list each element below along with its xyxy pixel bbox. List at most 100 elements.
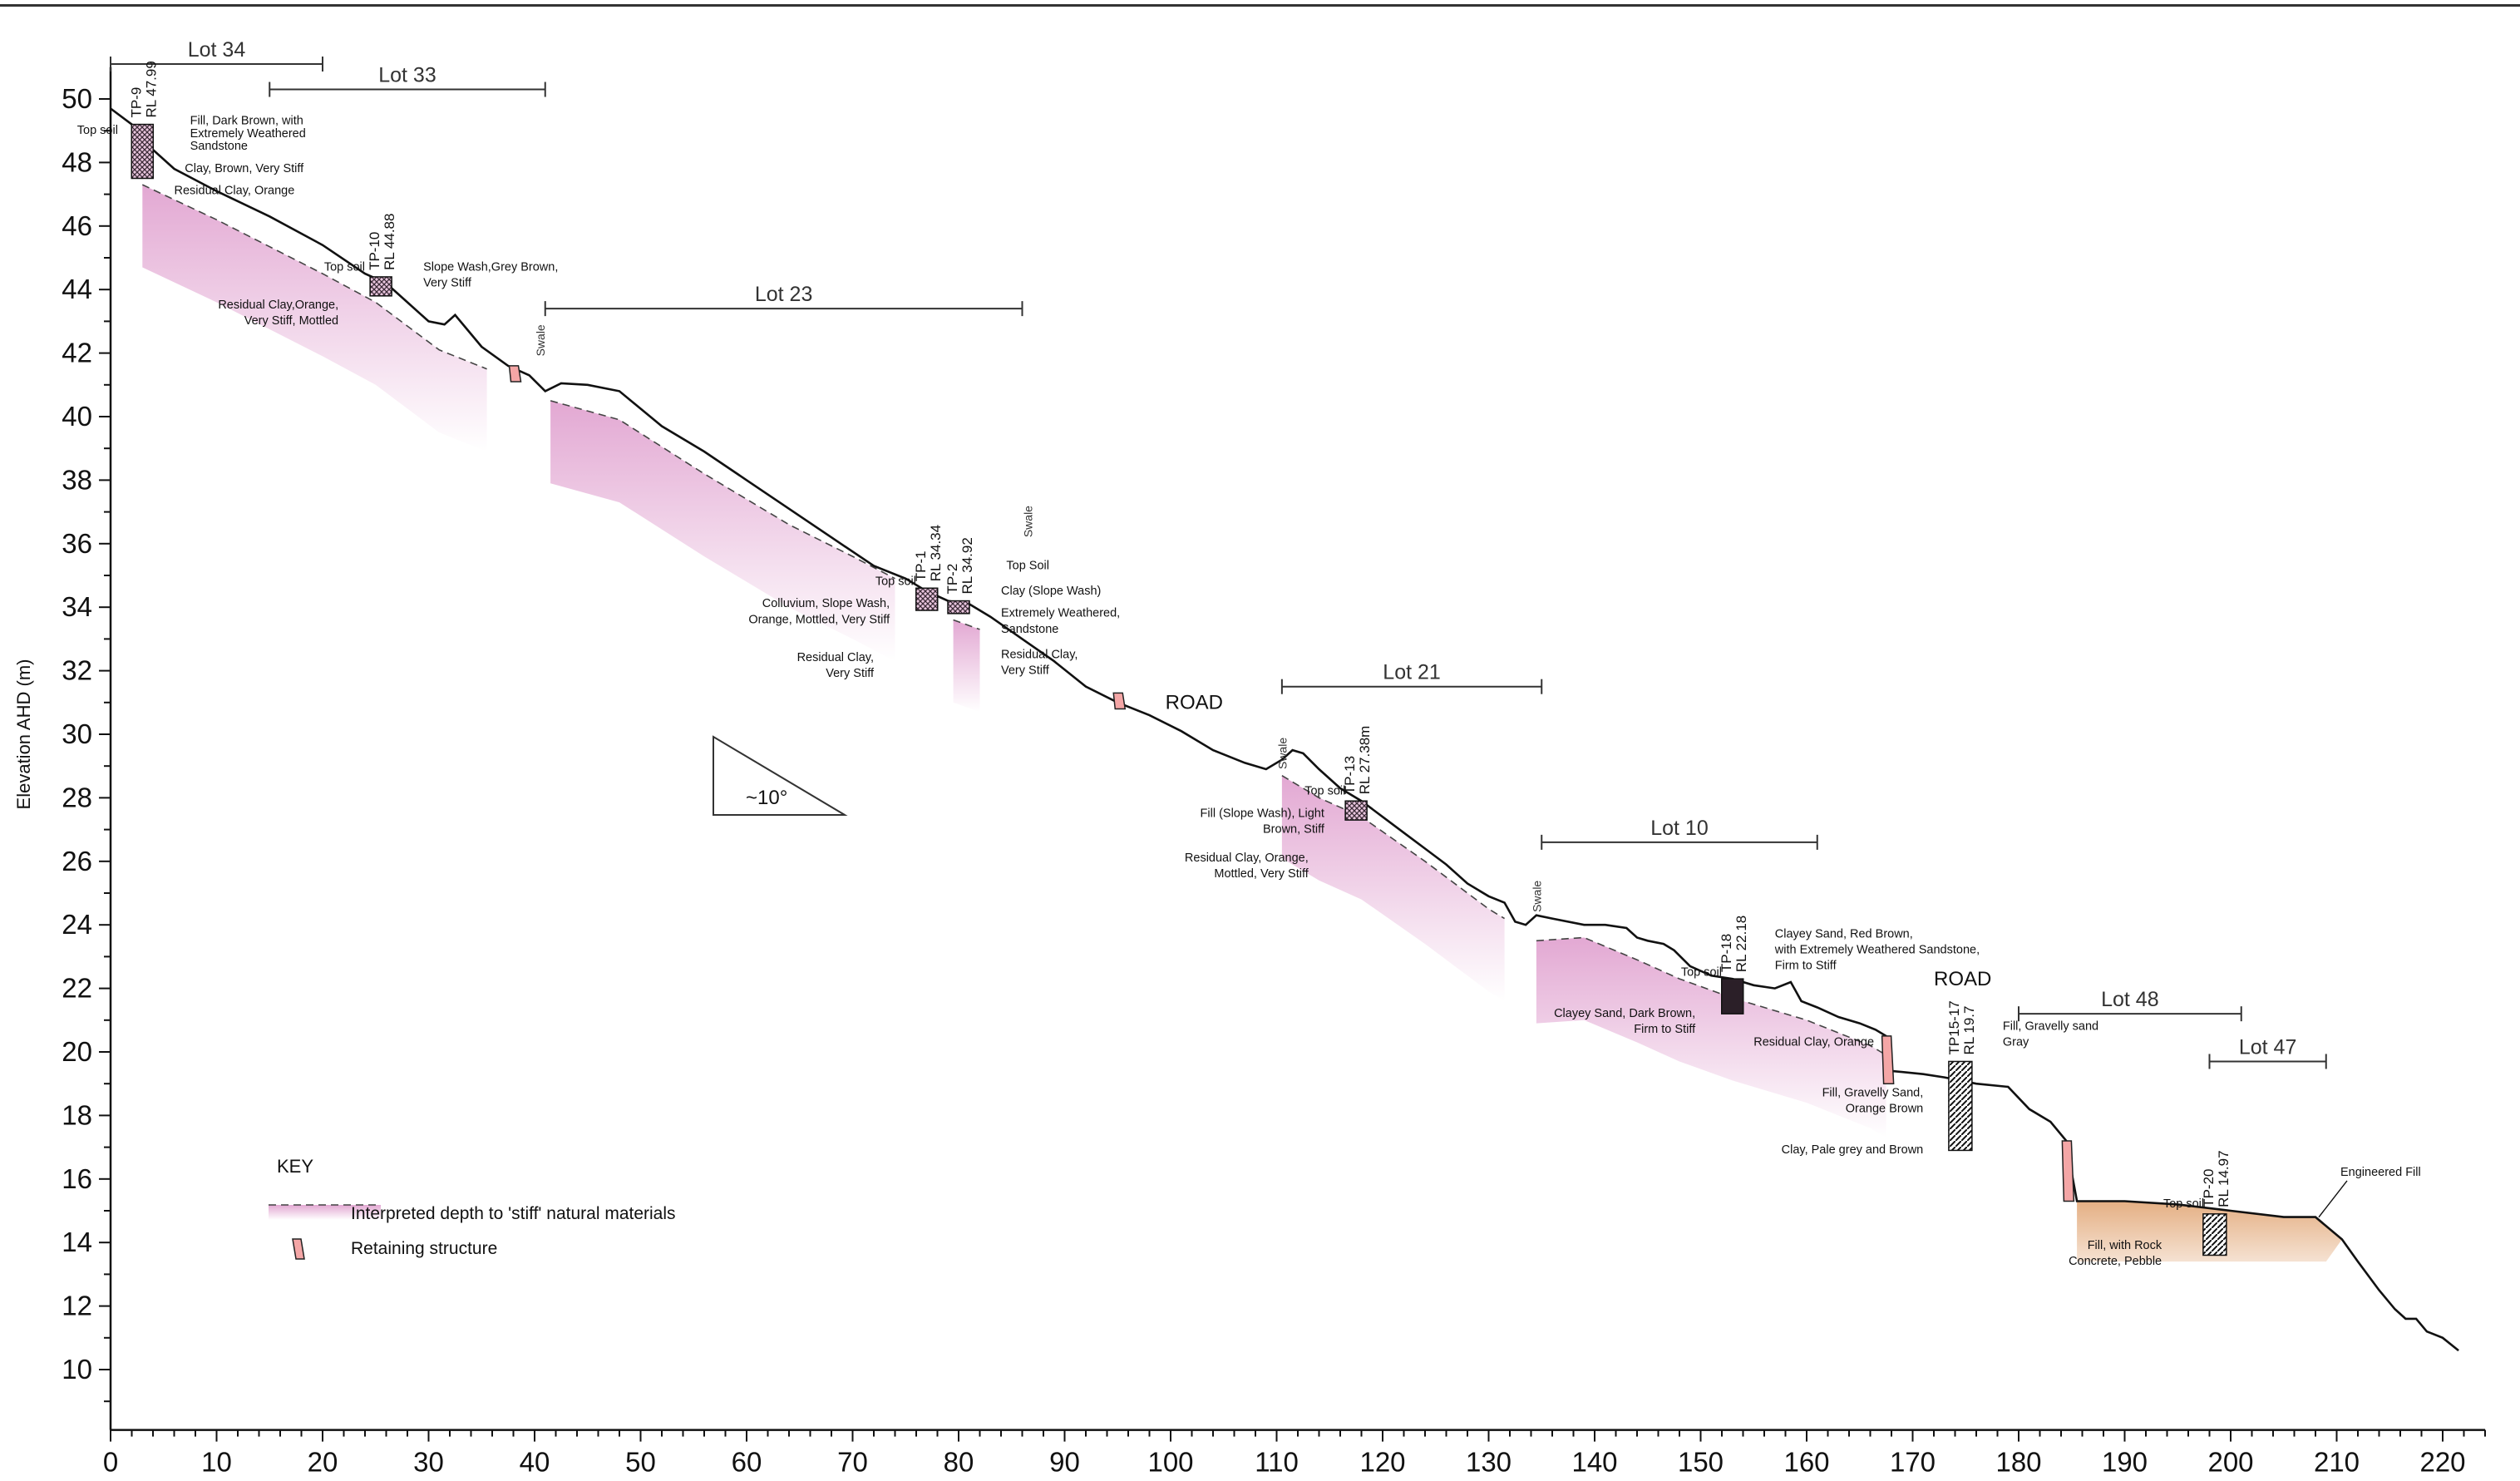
soil-description: Top soil (324, 260, 365, 274)
slope-indicator: ~10° (713, 735, 848, 816)
x-tick-label: 170 (1890, 1447, 1936, 1478)
test-pit-rl: RL 22.18 (1733, 916, 1749, 972)
engineered-fill-label: Engineered Fill (2340, 1166, 2421, 1179)
x-tick-label: 0 (103, 1447, 118, 1478)
key-label-stiff: Interpreted depth to 'stiff' natural mat… (351, 1204, 676, 1223)
test-pit-column (369, 276, 392, 297)
y-tick-label: 44 (62, 274, 92, 304)
engineered-fill-leader (2318, 1180, 2348, 1218)
y-tick-label: 14 (62, 1227, 92, 1257)
y-tick-label: 50 (62, 83, 92, 114)
test-pit-column (1344, 800, 1368, 821)
soil-description: Extremely Weathered, (1001, 607, 1120, 620)
stiff-zone-band (1281, 775, 1505, 1001)
lot-dimension: Lot 33 (269, 64, 546, 97)
stiff-zone-band (550, 400, 895, 662)
soil-description: Top Soil (1006, 559, 1049, 572)
key-title: KEY (277, 1156, 313, 1177)
y-tick-label: 48 (62, 146, 92, 177)
soil-description: Firm to Stiff (1634, 1023, 1696, 1036)
stiff-zone-band (142, 185, 487, 452)
lot-dimension: Lot 48 (2018, 988, 2242, 1022)
y-tick-label: 12 (62, 1291, 92, 1321)
soil-description: Colluvium, Slope Wash, (762, 597, 890, 610)
test-pit-rl: RL 34.34 (928, 525, 944, 581)
stiff-zone-band (953, 620, 980, 713)
test-pit-rl: RL 14.97 (2216, 1150, 2232, 1207)
stiff-zone-shading (141, 184, 1887, 1138)
soil-description: Gray (2003, 1035, 2029, 1049)
stiff-zone-swatch (269, 1205, 381, 1220)
stiff-depth-line (1281, 775, 1506, 920)
soil-description: Very Stiff (826, 667, 875, 680)
lot-label: Lot 21 (1383, 661, 1441, 684)
soil-description: Clayey Sand, Dark Brown, (1554, 1007, 1695, 1020)
test-pit-id: TP15-17 (1946, 1000, 1962, 1054)
soil-description: Residual Clay, Orange (175, 185, 295, 198)
x-tick-label: 70 (837, 1447, 868, 1478)
y-tick-label: 46 (62, 210, 92, 241)
y-tick-label: 40 (62, 401, 92, 432)
soil-description: Extremely Weathered (190, 127, 306, 141)
stiff-depth-line (141, 184, 487, 370)
soil-description: Residual Clay, (797, 651, 874, 664)
test-pit-column (947, 600, 970, 615)
x-tick-label: 190 (2102, 1447, 2148, 1478)
soil-description: Very Stiff (1001, 664, 1050, 677)
x-tick-label: 110 (1255, 1447, 1299, 1478)
test-pit-id: TP-20 (2201, 1169, 2217, 1207)
test-pit-id: TP-18 (1719, 934, 1734, 972)
test-pit-rl: RL 47.99 (143, 61, 159, 117)
x-tick-label: 30 (413, 1447, 444, 1478)
soil-description: Slope Wash,Grey Brown, (423, 260, 558, 274)
test-pit-rl: RL 27.38m (1357, 726, 1373, 795)
y-tick-label: 32 (62, 655, 92, 686)
y-tick-label: 26 (62, 846, 92, 876)
soil-description: Fill, with Rock (2088, 1239, 2162, 1252)
lot-label: Lot 47 (2239, 1035, 2297, 1059)
x-tick-label: 200 (2207, 1447, 2253, 1478)
stiff-depth-line (1536, 936, 1887, 1056)
test-pit-rl: RL 44.88 (382, 214, 397, 270)
y-tick-label: 22 (62, 973, 92, 1004)
soil-description: Very Stiff (423, 276, 472, 289)
lot-label: Lot 33 (378, 64, 436, 87)
y-tick-label: 10 (62, 1354, 92, 1385)
lot-label: Lot 34 (188, 38, 246, 62)
key-legend: KEY Interpreted depth to 'stiff' natural… (269, 1156, 676, 1260)
lot-dimension: Lot 23 (544, 283, 1023, 317)
test-pit-id: TP-2 (944, 564, 960, 595)
x-tick-label: 90 (1049, 1447, 1080, 1478)
y-tick-label: 24 (62, 909, 92, 940)
soil-description: Residual Clay, Orange, (1185, 852, 1309, 865)
y-tick-label: 42 (62, 338, 92, 368)
soil-description: Very Stiff, Mottled (244, 314, 338, 328)
y-tick-label: 18 (62, 1099, 92, 1130)
slope-angle-label: ~10° (746, 787, 787, 809)
soil-description: Top soil (2163, 1197, 2204, 1211)
x-tick-label: 210 (2314, 1447, 2360, 1478)
y-tick-label: 16 (62, 1163, 92, 1194)
test-pit-column (2202, 1213, 2227, 1256)
x-tick-label: 130 (1466, 1447, 1512, 1478)
soil-description: Fill, Gravelly Sand, (1822, 1086, 1924, 1099)
soil-description: Top soil (1304, 785, 1345, 798)
x-tick-label: 150 (1678, 1447, 1724, 1478)
x-tick-label: 50 (625, 1447, 656, 1478)
test-pit-column (1948, 1060, 1973, 1152)
test-pit-id: TP-10 (367, 232, 382, 270)
stiff-zone-band (1536, 937, 1886, 1138)
soil-description: Fill, Gravelly sand (2003, 1019, 2098, 1033)
retaining-structures (508, 365, 2075, 1202)
key-label-retaining: Retaining structure (351, 1239, 497, 1258)
soil-description: Top soil (1681, 965, 1722, 979)
lot-dimension: Lot 47 (2208, 1035, 2327, 1069)
